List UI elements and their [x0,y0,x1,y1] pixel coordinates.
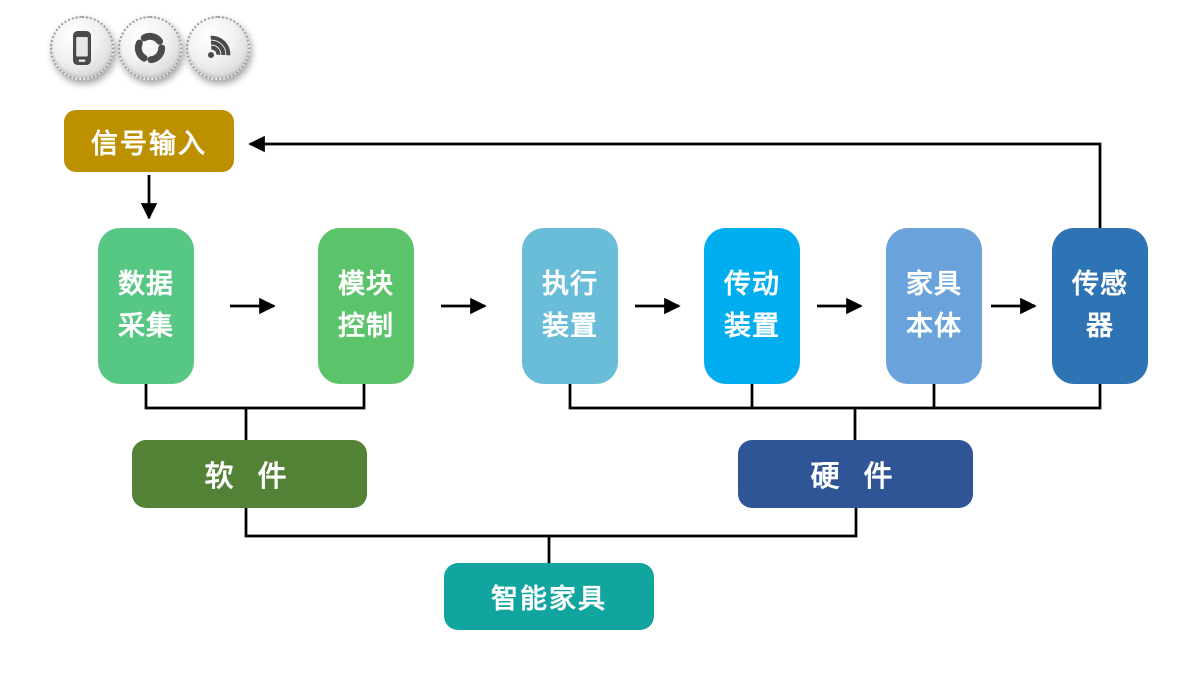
software-group-box: 软 件 [132,440,367,508]
node-sensor: 传感器 [1052,228,1148,384]
node-furniture-body: 家具本体 [886,228,982,384]
node-module-control: 模块控制 [318,228,414,384]
node-transmission: 传动装置 [704,228,800,384]
node-label: 家具本体 [906,269,962,341]
root-bus [244,508,858,538]
arrow-sensor-feedback [248,135,1102,230]
node-label: 传动装置 [724,269,780,341]
node-data-collection: 数据采集 [98,228,194,384]
badge-shutter [118,16,182,80]
badge-wifi [186,16,250,80]
smart-furniture-root-box: 智能家具 [444,563,654,630]
node-label: 传感器 [1072,269,1128,341]
node-label: 模块控制 [338,269,394,341]
hardware-group-box: 硬 件 [738,440,973,508]
wifi-icon [200,30,236,66]
signal-input-box: 信号输入 [64,110,234,172]
badge-smartphone [50,16,114,80]
node-label: 数据采集 [118,269,174,341]
node-actuator: 执行装置 [522,228,618,384]
shutter-icon [133,31,167,65]
smartphone-icon [69,30,95,66]
hardware-bus [568,384,1102,410]
software-bus [144,384,366,410]
node-label: 执行装置 [542,269,598,341]
